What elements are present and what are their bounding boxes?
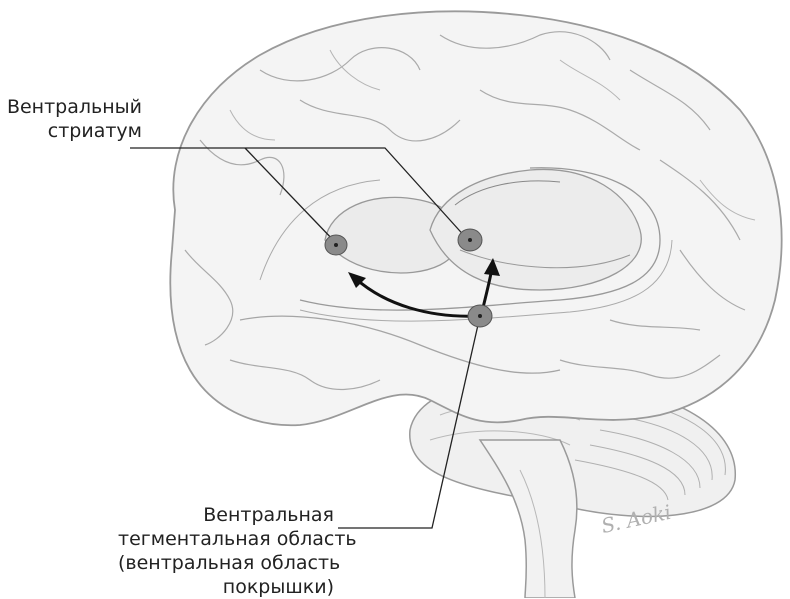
label-ventral-striatum: Вентральный стриатум [0,95,142,143]
leader-lines [130,147,481,529]
label-line: тегментальная область [118,528,357,550]
nodes [324,228,493,328]
label-line: покрышки) [222,576,334,598]
arrowhead-up [484,258,500,276]
label-line: Вентральная [203,504,334,526]
label-line: Вентральный [6,96,142,118]
brainstem [478,439,578,598]
label-line: стриатум [47,120,142,142]
label-line: (вентральная область [118,552,341,574]
label-ventral-tegmental-area: Вентральная тегментальная область (вентр… [118,503,357,599]
arrowhead-left [348,272,366,288]
striatum-structure [259,167,673,322]
